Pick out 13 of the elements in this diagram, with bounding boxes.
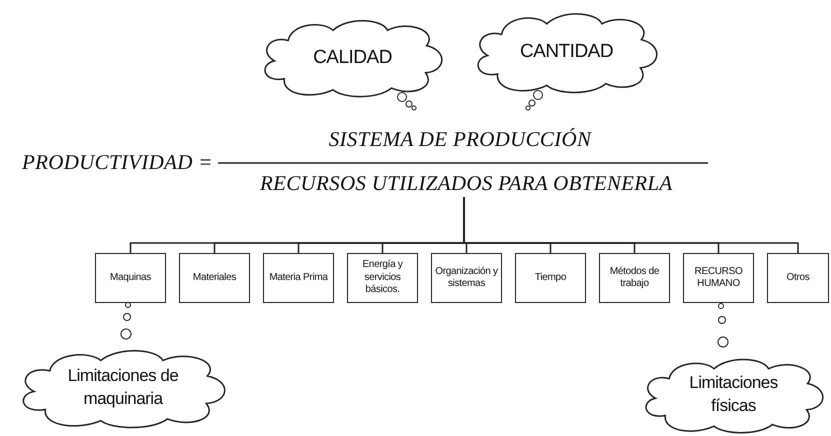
resource-box: RECURSO HUMANO	[683, 253, 754, 303]
resource-box: Tiempo	[515, 253, 586, 303]
resource-box: Métodos de trabajo	[599, 253, 670, 303]
formula-label: PRODUCTIVIDAD =	[22, 150, 213, 175]
resource-box: Materiales	[179, 253, 250, 303]
denominator-text: RECURSOS UTILIZADOS PARA OBTENERLA	[240, 170, 680, 197]
resource-box: Maquinas	[95, 253, 166, 303]
resource-box: Otros	[767, 253, 829, 303]
resource-box: Materia Prima	[263, 253, 334, 303]
tree-connector	[463, 197, 799, 253]
resource-box: Energía y servicios básicos.	[347, 253, 418, 303]
resource-box: Organización y sistemas	[431, 253, 502, 303]
numerator-text: SISTEMA DE PRODUCCIÓN	[328, 127, 592, 152]
